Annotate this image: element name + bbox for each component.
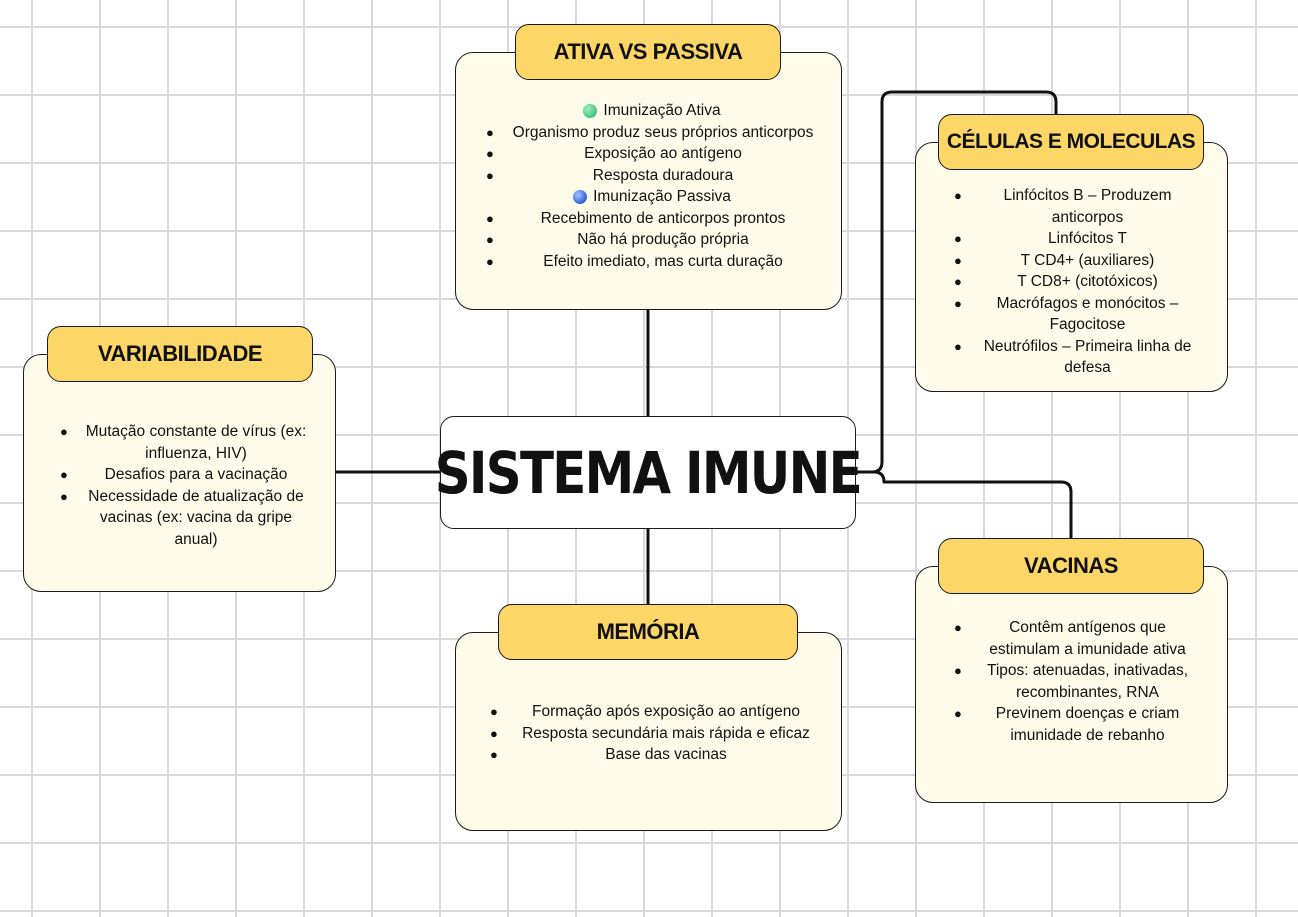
list-item: ●Exposição ao antígeno — [486, 145, 742, 162]
list-item: ●Neutrófilos – Primeira linha de defesa — [954, 337, 1192, 377]
list-item: ●Desafios para a vacinação — [60, 466, 288, 483]
memoria-title: MEMÓRIA — [498, 604, 798, 660]
connector-vacinas — [856, 470, 1073, 539]
active-heading-text: Imunização Ativa — [603, 102, 721, 119]
ativa-passiva-list: Imunização Ativa ●Organismo produz seus … — [486, 100, 818, 272]
list-item: ●Contêm antígenos que estimulam a imunid… — [954, 619, 1186, 658]
green-dot-icon — [583, 103, 598, 118]
passive-heading-text: Imunização Passiva — [593, 188, 731, 205]
list-item: ●Base das vacinas — [490, 746, 727, 763]
central-node: SISTEMA IMUNE — [435, 416, 863, 529]
variabilidade-card: ●Mutação constante de vírus (ex: influen… — [23, 354, 336, 592]
list-item: ●T CD4+ (auxiliares) — [954, 251, 1155, 269]
list-item: ●Linfócitos T — [954, 230, 1127, 247]
celulas-card: ●Linfócitos B – Produzem anticorpos ●Lin… — [915, 142, 1228, 392]
list-item: ●Necessidade de atualização de vacinas (… — [60, 487, 304, 548]
list-item: ●T CD8+ (citotóxicos) — [954, 273, 1158, 290]
memoria-list: ●Formação após exposição ao antígeno ●Re… — [490, 701, 820, 766]
list-item: ●Linfócitos B – Produzem anticorpos — [954, 187, 1172, 226]
variabilidade-title: VARIABILIDADE — [47, 326, 313, 382]
vacinas-list: ●Contêm antígenos que estimulam a imunid… — [954, 617, 1199, 746]
memoria-card: ●Formação após exposição ao antígeno ●Re… — [455, 632, 842, 831]
list-item: ●Organismo produz seus próprios anticorp… — [486, 123, 814, 141]
list-item: ●Tipos: atenuadas, inativadas, recombina… — [954, 662, 1189, 701]
passive-heading: Imunização Passiva — [486, 186, 818, 208]
vacinas-title: VACINAS — [938, 538, 1204, 594]
list-item: ●Mutação constante de vírus (ex: influen… — [60, 423, 307, 462]
list-item: ●Formação após exposição ao antígeno — [490, 703, 800, 720]
celulas-list: ●Linfócitos B – Produzem anticorpos ●Lin… — [954, 185, 1199, 379]
list-item: ●Resposta secundária mais rápida e efica… — [490, 724, 810, 742]
connector-celulas — [856, 90, 1058, 474]
central-title: SISTEMA IMUNE — [434, 438, 863, 507]
list-item: ●Não há produção própria — [486, 231, 749, 248]
variabilidade-list: ●Mutação constante de vírus (ex: influen… — [60, 421, 310, 550]
list-item: ●Previnem doenças e criam imunidade de r… — [954, 705, 1180, 744]
list-item: ●Macrófagos e monócitos – Fagocitose — [954, 294, 1179, 334]
vacinas-card: ●Contêm antígenos que estimulam a imunid… — [915, 566, 1228, 803]
blue-dot-icon — [573, 189, 588, 204]
celulas-title: CÉLULAS E MOLECULAS — [938, 114, 1204, 170]
active-heading: Imunização Ativa — [486, 100, 818, 122]
ativa-passiva-card: Imunização Ativa ●Organismo produz seus … — [455, 52, 842, 310]
ativa-passiva-title: ATIVA VS PASSIVA — [515, 24, 781, 80]
list-item: ●Recebimento de anticorpos prontos — [486, 209, 786, 227]
list-item: ●Efeito imediato, mas curta duração — [486, 252, 783, 270]
list-item: ●Resposta duradoura — [486, 166, 734, 184]
